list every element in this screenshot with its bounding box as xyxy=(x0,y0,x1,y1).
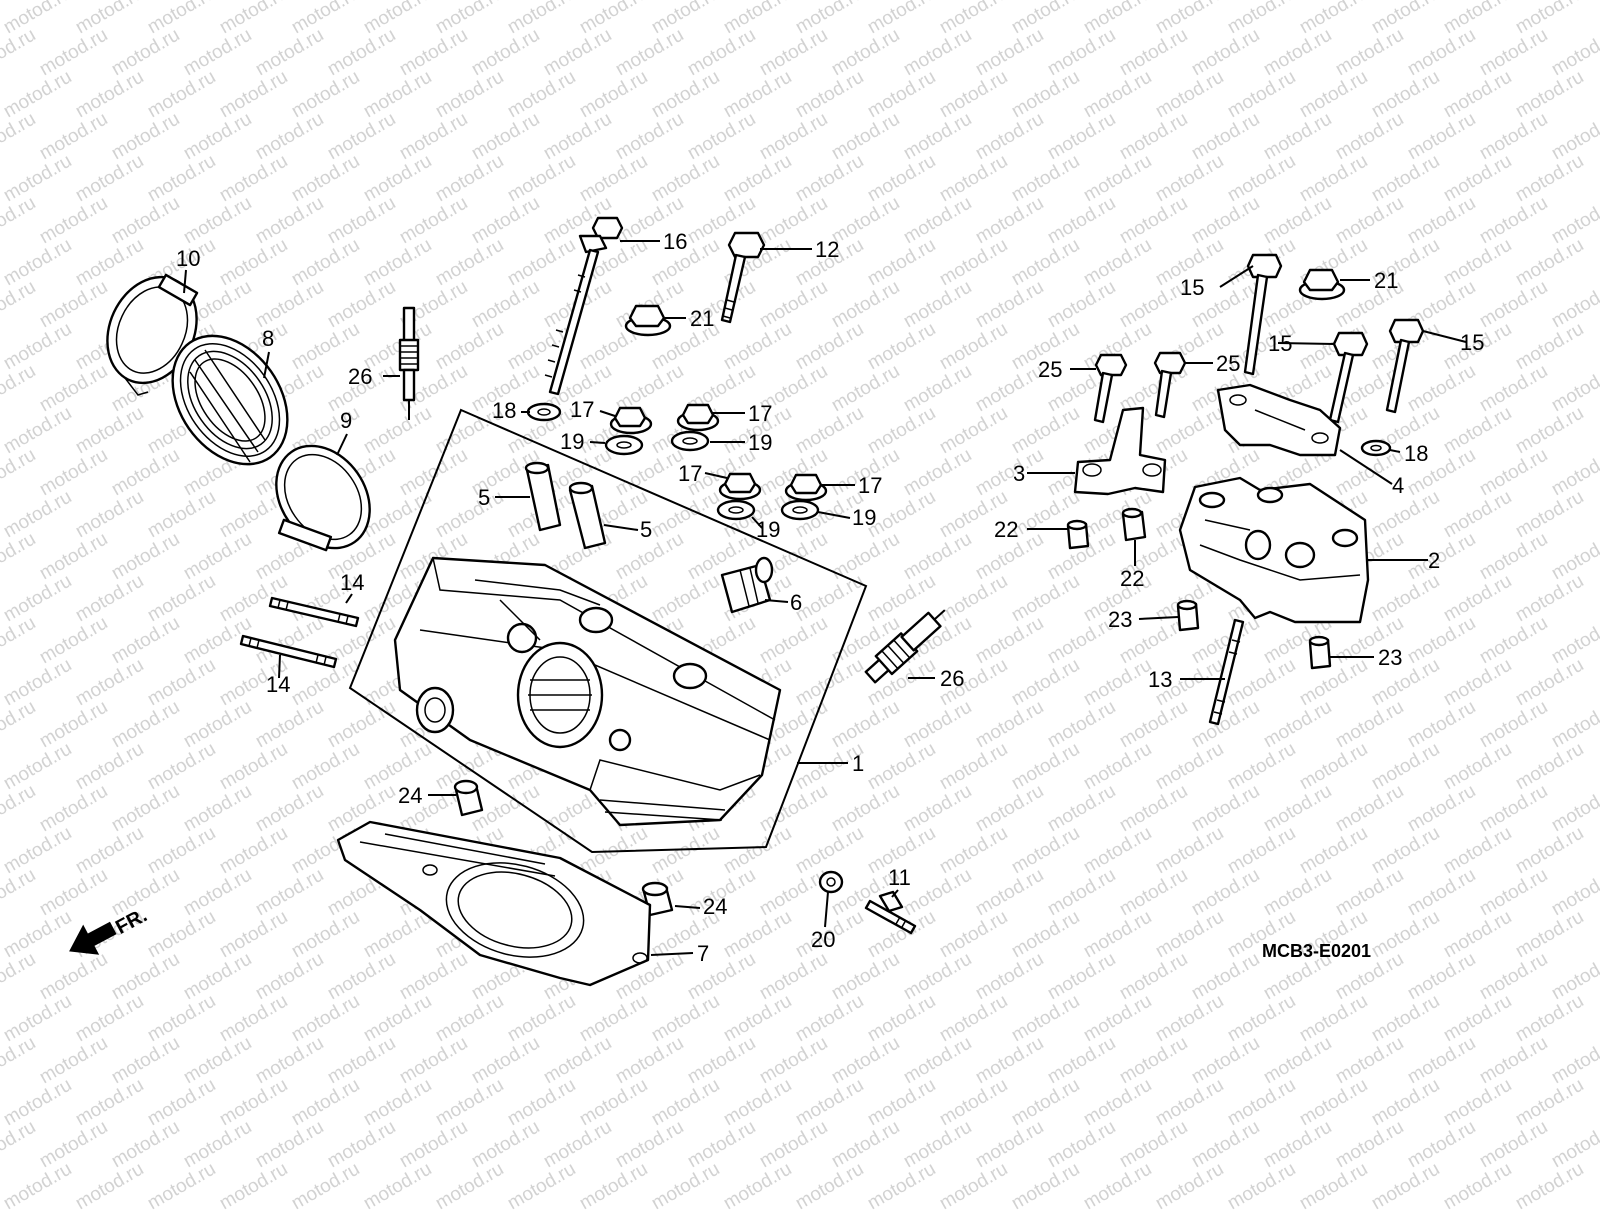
callout-22-b: 22 xyxy=(1120,566,1144,591)
part-1-cylinder-head xyxy=(348,408,868,854)
callout-22-a: 22 xyxy=(994,517,1018,542)
callout-17-c: 17 xyxy=(678,461,702,486)
callout-16: 16 xyxy=(663,229,687,254)
callout-15-a: 15 xyxy=(1180,275,1204,300)
part-12-bolt xyxy=(720,231,766,324)
callout-4: 4 xyxy=(1392,473,1404,498)
callout-15-c: 15 xyxy=(1460,330,1484,355)
part-14-stud-upper xyxy=(268,596,360,628)
callout-labels: 10 8 9 26 26 16 12 21 21 18 18 17 17 17 … xyxy=(176,229,1484,966)
callout-19-b: 19 xyxy=(748,430,772,455)
callout-9: 9 xyxy=(340,408,352,433)
callout-5-right: 5 xyxy=(640,517,652,542)
part-16-long-bolt xyxy=(544,216,624,396)
part-4-plate xyxy=(1216,383,1342,457)
callout-20: 20 xyxy=(811,927,835,952)
callout-3: 3 xyxy=(1013,461,1025,486)
callout-26-lower: 26 xyxy=(940,666,964,691)
callout-23-b: 23 xyxy=(1378,645,1402,670)
callout-25-b: 25 xyxy=(1216,351,1240,376)
front-arrow-label: FR. xyxy=(112,904,151,939)
callout-10: 10 xyxy=(176,246,200,271)
callout-18-left: 18 xyxy=(492,398,516,423)
callout-17-d: 17 xyxy=(858,473,882,498)
part-25-bolts xyxy=(1093,351,1187,424)
callout-15-b: 15 xyxy=(1268,331,1292,356)
callout-23-a: 23 xyxy=(1108,607,1132,632)
callout-8: 8 xyxy=(262,326,274,351)
part-18-washer-left xyxy=(526,402,562,422)
diagram-code: MCB3-E0201 xyxy=(1262,941,1371,961)
leader-lines xyxy=(183,240,1467,956)
callout-25-a: 25 xyxy=(1038,357,1062,382)
callout-5-left: 5 xyxy=(478,485,490,510)
part-3-bracket xyxy=(1073,406,1167,496)
callout-2: 2 xyxy=(1428,548,1440,573)
part-13-stud xyxy=(1208,618,1245,726)
callout-11: 11 xyxy=(888,865,911,890)
part-15-bolts xyxy=(1243,253,1425,424)
part-17-nuts xyxy=(609,403,828,502)
part-20-washer xyxy=(818,870,844,894)
callout-21-right: 21 xyxy=(1374,268,1398,293)
part-2-rocker-holder xyxy=(1178,476,1370,624)
part-9-clamp-band xyxy=(275,444,371,552)
part-7-head-gasket xyxy=(336,820,652,987)
part-6-sleeve xyxy=(720,556,774,614)
callout-7: 7 xyxy=(697,941,709,966)
part-26-spark-plug-lower xyxy=(864,609,946,684)
part-21-flange-nut-left xyxy=(624,304,672,337)
callout-21-left: 21 xyxy=(690,306,714,331)
front-direction-arrow: FR. xyxy=(69,904,151,955)
callout-12: 12 xyxy=(815,237,839,262)
part-5-valve-guide-right xyxy=(568,481,607,550)
callout-26-upper: 26 xyxy=(348,364,372,389)
callout-24-upper: 24 xyxy=(398,783,422,808)
callout-19-d: 19 xyxy=(852,505,876,530)
callout-17-a: 17 xyxy=(570,397,594,422)
part-22-dowels xyxy=(1066,507,1147,550)
part-19-washers xyxy=(604,430,820,521)
callout-18-right: 18 xyxy=(1404,441,1428,466)
callout-1: 1 xyxy=(852,751,864,776)
part-14-stud-lower xyxy=(239,634,338,669)
callout-14-lower: 14 xyxy=(266,672,290,697)
part-26-spark-plug-upper xyxy=(398,306,420,420)
callout-14-upper: 14 xyxy=(340,570,364,595)
part-24-dowel-upper xyxy=(453,779,484,817)
part-21-flange-nut-right xyxy=(1298,268,1346,301)
callout-17-b: 17 xyxy=(748,401,772,426)
callout-13: 13 xyxy=(1148,667,1172,692)
part-23-dowels xyxy=(1176,599,1332,670)
callout-6: 6 xyxy=(790,590,802,615)
callout-24-lower: 24 xyxy=(703,894,727,919)
part-5-valve-guide-left xyxy=(524,461,562,532)
callout-19-c: 19 xyxy=(756,517,780,542)
part-18-washer-right xyxy=(1360,439,1392,457)
part-11-stud-bolt xyxy=(864,890,917,935)
callout-19-a: 19 xyxy=(560,429,584,454)
